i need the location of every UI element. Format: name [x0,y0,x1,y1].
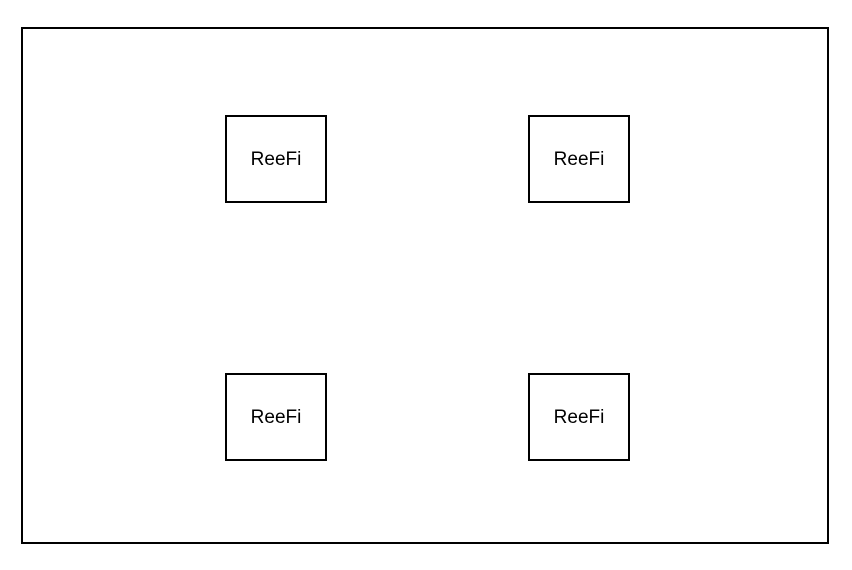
boundary-rectangle: ReeFi ReeFi ReeFi ReeFi [21,27,829,544]
reefi-node-bottom-left[interactable]: ReeFi [225,373,327,461]
reefi-node-top-right[interactable]: ReeFi [528,115,630,203]
reefi-node-top-left[interactable]: ReeFi [225,115,327,203]
reefi-node-label: ReeFi [250,148,302,170]
reefi-node-bottom-right[interactable]: ReeFi [528,373,630,461]
reefi-node-label: ReeFi [553,148,605,170]
reefi-node-label: ReeFi [250,406,302,428]
reefi-node-label: ReeFi [553,406,605,428]
